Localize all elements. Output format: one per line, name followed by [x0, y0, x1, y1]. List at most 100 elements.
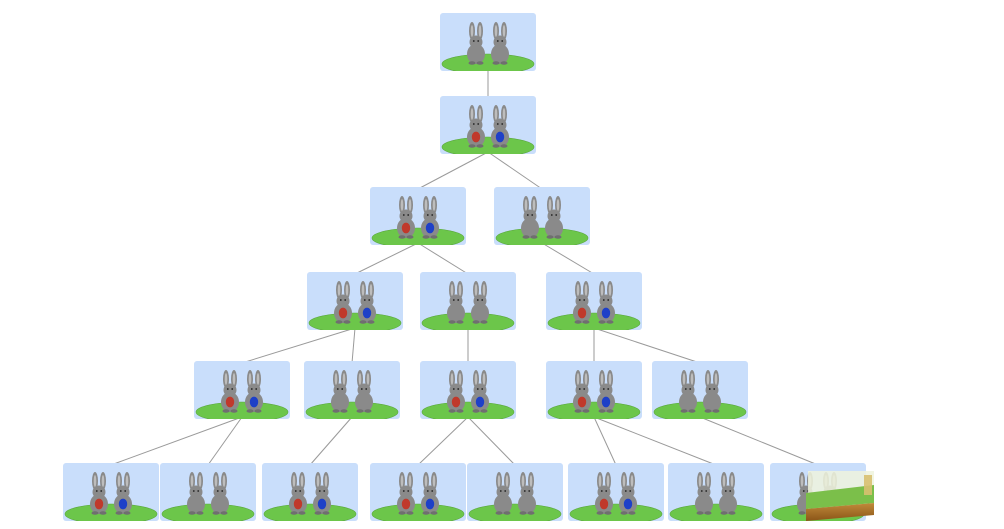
connector-lines	[110, 69, 819, 466]
young-rabbit-pair-card	[770, 463, 874, 521]
rabbit	[289, 472, 307, 515]
rabbit	[595, 472, 613, 515]
connector-line	[309, 416, 353, 466]
connector-line	[241, 327, 356, 364]
rabbit	[467, 22, 485, 65]
connector-line	[110, 416, 243, 466]
young-rabbit-pair-card	[668, 463, 764, 521]
connector-line	[541, 242, 595, 275]
rabbit	[211, 472, 229, 515]
rabbit	[447, 281, 465, 324]
rabbit	[719, 472, 737, 515]
belly-marker	[599, 498, 609, 510]
rabbit	[447, 370, 465, 413]
belly-marker	[401, 222, 411, 234]
connector-line	[699, 416, 819, 466]
belly-marker	[225, 396, 235, 408]
rabbit	[471, 281, 489, 324]
belly-marker	[623, 498, 633, 510]
mature-rabbit-pair-card	[370, 463, 466, 521]
mature-rabbit-pair-card	[568, 463, 664, 521]
rabbit	[597, 370, 615, 413]
rabbit	[467, 105, 485, 148]
connector-line	[351, 327, 356, 364]
belly-marker	[317, 498, 327, 510]
rabbit	[573, 281, 591, 324]
young-rabbit-pair-card	[494, 187, 590, 245]
young-rabbit-pair-card	[652, 361, 748, 419]
young-rabbit-pair-card	[440, 13, 536, 71]
rabbit	[397, 472, 415, 515]
rabbit	[471, 370, 489, 413]
belly-marker	[293, 498, 303, 510]
rabbit	[491, 22, 509, 65]
belly-marker	[425, 222, 435, 234]
rabbit	[521, 196, 539, 239]
rabbit	[597, 281, 615, 324]
belly-marker	[401, 498, 411, 510]
rabbit	[703, 370, 721, 413]
young-rabbit-pair-card	[467, 463, 563, 521]
rabbit	[494, 472, 512, 515]
connector-line	[417, 151, 489, 190]
mature-rabbit-pair-card	[63, 463, 159, 521]
rabbit	[573, 370, 591, 413]
connector-line	[207, 416, 243, 466]
connector-line	[467, 416, 516, 466]
young-rabbit-pair-card	[420, 272, 516, 330]
belly-marker	[249, 396, 259, 408]
mature-rabbit-pair-card	[370, 187, 466, 245]
rabbit	[221, 370, 239, 413]
mature-rabbit-pair-card	[420, 361, 516, 419]
mature-rabbit-pair-card	[546, 361, 642, 419]
rabbit	[331, 370, 349, 413]
connector-line	[354, 242, 419, 275]
belly-marker	[362, 307, 372, 319]
rabbit	[421, 472, 439, 515]
rabbit	[90, 472, 108, 515]
connector-line	[487, 151, 543, 190]
rabbit	[421, 196, 439, 239]
belly-marker	[601, 307, 611, 319]
mature-rabbit-pair-card	[307, 272, 403, 330]
mature-rabbit-pair-card	[440, 96, 536, 154]
belly-marker	[475, 396, 485, 408]
young-rabbit-pair-card	[160, 463, 256, 521]
belly-marker	[471, 131, 481, 143]
rabbit-cards	[63, 13, 874, 521]
mature-rabbit-pair-card	[546, 272, 642, 330]
belly-marker	[94, 498, 104, 510]
rabbit	[114, 472, 132, 515]
connector-line	[417, 242, 469, 275]
rabbit	[313, 472, 331, 515]
rabbit	[545, 196, 563, 239]
rabbit	[695, 472, 713, 515]
young-rabbit-pair-card	[304, 361, 400, 419]
rabbit	[245, 370, 263, 413]
rabbit	[358, 281, 376, 324]
connector-line	[593, 327, 701, 364]
belly-marker	[425, 498, 435, 510]
rabbit	[397, 196, 415, 239]
rabbit	[679, 370, 697, 413]
belly-marker	[601, 396, 611, 408]
connector-line	[417, 416, 469, 466]
ground-block-decoration	[806, 471, 874, 521]
rabbit	[187, 472, 205, 515]
belly-marker	[577, 307, 587, 319]
connector-line	[593, 416, 717, 466]
belly-marker	[338, 307, 348, 319]
belly-marker	[118, 498, 128, 510]
belly-marker	[577, 396, 587, 408]
mature-rabbit-pair-card	[194, 361, 290, 419]
rabbit	[491, 105, 509, 148]
rabbit	[334, 281, 352, 324]
connector-line	[593, 416, 617, 466]
belly-marker	[451, 396, 461, 408]
rabbit	[355, 370, 373, 413]
rabbit	[518, 472, 536, 515]
rabbit	[619, 472, 637, 515]
belly-marker	[495, 131, 505, 143]
mature-rabbit-pair-card	[262, 463, 358, 521]
